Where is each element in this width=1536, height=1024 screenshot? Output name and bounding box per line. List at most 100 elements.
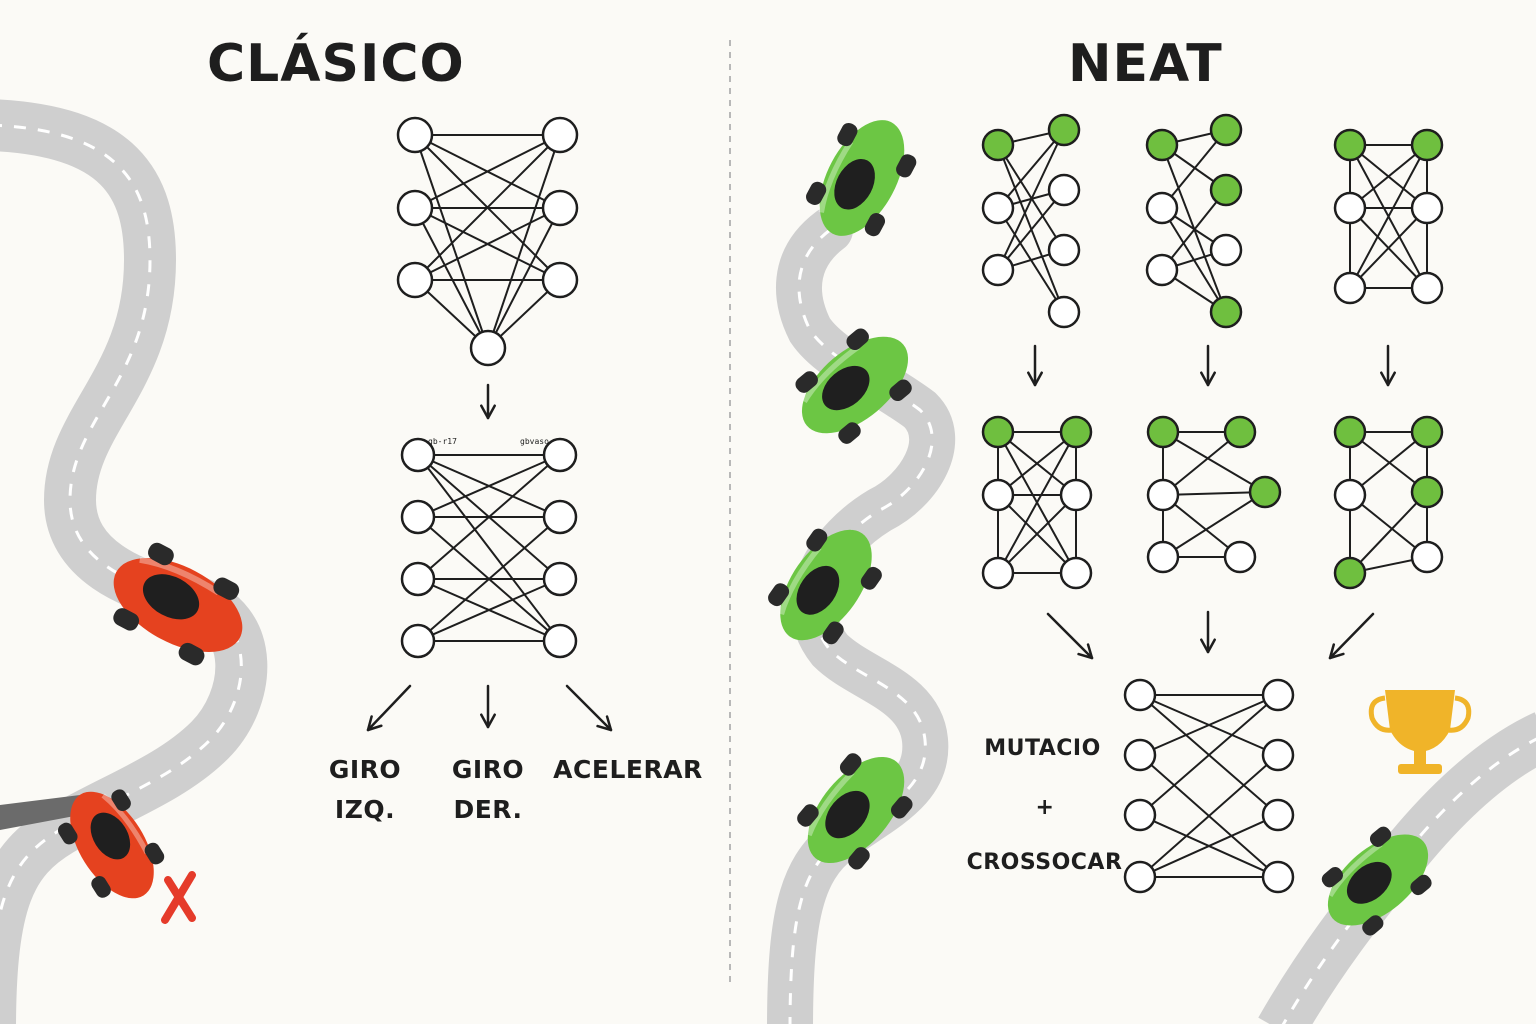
arrow-head: [1200, 371, 1216, 387]
node: [1145, 191, 1179, 225]
node-green: [1146, 415, 1180, 449]
arrow-icon: [366, 684, 412, 732]
node-green: [1333, 415, 1367, 449]
node: [1410, 540, 1444, 574]
road-barrier: [0, 795, 80, 830]
connection: [414, 207, 561, 281]
connection: [1161, 129, 1227, 209]
connection: [417, 454, 561, 642]
node-green: [1333, 128, 1367, 162]
node-green: [981, 128, 1015, 162]
node: [469, 329, 507, 367]
connection: [1349, 431, 1428, 496]
output-center-line2: DER.: [453, 795, 523, 824]
connection: [997, 494, 1077, 574]
node: [1223, 540, 1257, 574]
node-green: [1145, 128, 1179, 162]
connection: [417, 454, 561, 580]
output-label-center: GIRO DER.: [438, 750, 538, 830]
node: [981, 253, 1015, 287]
node-green: [1248, 475, 1282, 509]
tiny-label-left: gb-r17: [428, 437, 457, 446]
output-center-line1: GIRO: [451, 755, 525, 784]
output-label-left: GIRO IZQ.: [315, 750, 415, 830]
node: [1209, 233, 1243, 267]
connection: [417, 578, 561, 642]
node-green: [1223, 415, 1257, 449]
node: [1145, 253, 1179, 287]
node: [542, 437, 578, 473]
classic-network-2: [400, 437, 578, 659]
output-right-line1: ACELERAR: [553, 755, 703, 784]
node: [1047, 173, 1081, 207]
node-green: [1059, 415, 1093, 449]
node-green: [1410, 475, 1444, 509]
node: [1261, 678, 1295, 712]
connection: [414, 134, 561, 209]
node: [1410, 191, 1444, 225]
arrow-icon: [1046, 612, 1094, 660]
connection: [487, 207, 561, 349]
node: [541, 116, 579, 154]
node: [396, 261, 434, 299]
node: [400, 437, 436, 473]
arrow-shaft: [366, 684, 412, 732]
node-green: [1047, 113, 1081, 147]
node: [981, 478, 1015, 512]
neat-network-1: [981, 113, 1081, 329]
connection: [1349, 494, 1428, 558]
crash-x-icon: [161, 871, 196, 924]
connection: [1162, 431, 1241, 496]
neat-network-2: [1145, 113, 1243, 329]
node-green: [1333, 556, 1367, 590]
arrow-icon: [1380, 344, 1396, 387]
connection: [997, 189, 1065, 271]
trophy-icon: [1368, 690, 1472, 774]
connection: [997, 144, 1065, 251]
node: [542, 623, 578, 659]
neat-network-5: [1146, 415, 1282, 574]
output-label-right: ACELERAR: [548, 750, 708, 790]
arrow-icon: [565, 684, 613, 732]
node: [396, 189, 434, 227]
node: [981, 191, 1015, 225]
connection: [997, 129, 1065, 271]
neat-result-network: [1123, 678, 1295, 894]
node: [1047, 295, 1081, 329]
node: [400, 623, 436, 659]
node: [1123, 738, 1157, 772]
connection: [417, 454, 561, 518]
neat-network-6: [1333, 415, 1444, 590]
node: [1123, 798, 1157, 832]
arrow-icon: [1027, 344, 1043, 387]
arrow-icon: [1328, 612, 1375, 660]
connection: [1349, 207, 1428, 289]
left-title: CLÁSICO: [207, 34, 465, 94]
connection: [417, 516, 561, 642]
arrows: [366, 344, 1396, 732]
arrow-head: [1077, 643, 1094, 660]
connection: [997, 431, 1077, 574]
node: [542, 561, 578, 597]
connection: [1162, 431, 1266, 493]
node: [400, 561, 436, 597]
node: [541, 189, 579, 227]
crossover-label: CROSSOCAR: [966, 850, 1123, 875]
tiny-label-right: gbvaso: [520, 437, 549, 446]
node: [396, 116, 434, 154]
network-diagrams: [396, 113, 1444, 894]
node: [542, 499, 578, 535]
mutation-label: MUTACIO: [984, 736, 1101, 761]
arrow-icon: [1200, 610, 1216, 654]
arrow-head: [1200, 638, 1216, 654]
connection: [1349, 431, 1428, 493]
node-green: [1410, 128, 1444, 162]
connection: [1161, 189, 1227, 271]
connection: [1349, 491, 1428, 574]
node: [1059, 556, 1093, 590]
arrow-head: [596, 715, 613, 732]
node: [1261, 860, 1295, 894]
node: [1059, 478, 1093, 512]
node-green: [1209, 173, 1243, 207]
connection: [1139, 694, 1279, 816]
